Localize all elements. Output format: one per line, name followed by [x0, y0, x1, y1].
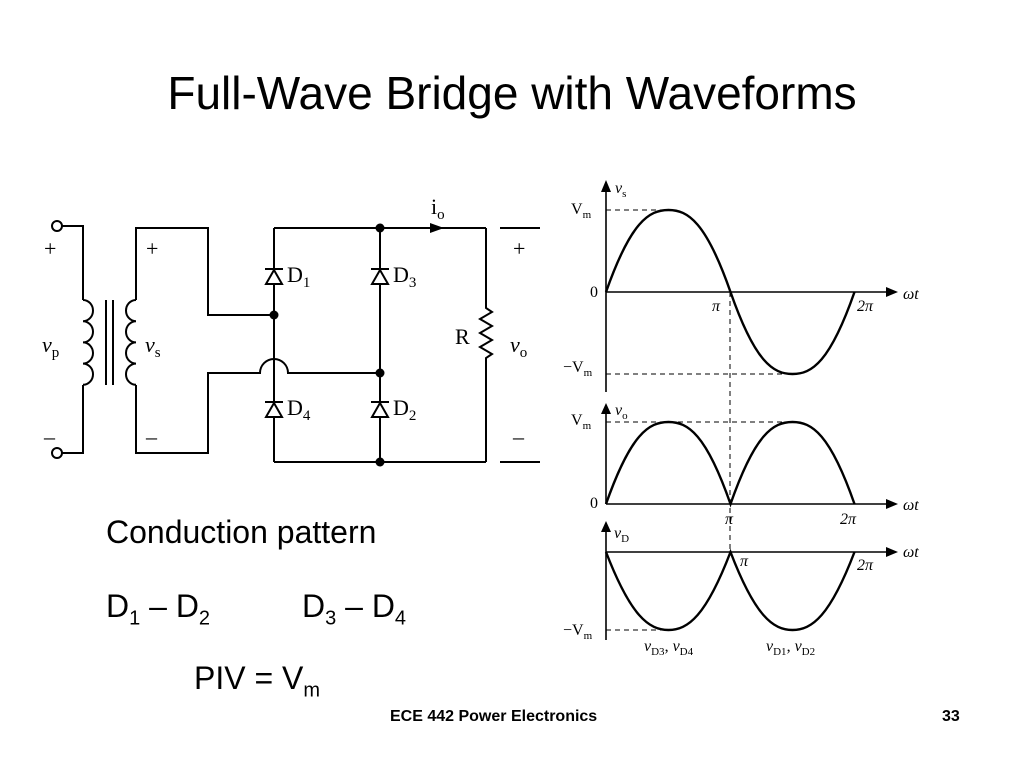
vs-pi-label: π [712, 298, 721, 315]
vo-wt-label: ωt [903, 497, 919, 514]
vs-neg-vm-label: −Vm [563, 359, 593, 379]
diode-d1-icon [264, 267, 284, 285]
vd-pi-label: π [740, 553, 749, 570]
vs-sine-curve [604, 208, 856, 376]
vd-y-arrow-icon [601, 521, 611, 532]
secondary-winding [125, 299, 137, 386]
current-arrow-icon [430, 223, 444, 233]
vo-y-arrow-icon [601, 403, 611, 414]
primary-plus-label: + [44, 236, 56, 261]
vs-axis-label: vs [615, 180, 626, 200]
d3-label: D3 [393, 262, 416, 291]
primary-winding [82, 299, 94, 386]
vo-pi-label: π [725, 511, 734, 528]
primary-minus-label: – [43, 424, 56, 449]
primary-top-terminal [51, 220, 63, 232]
slide-title: Full-Wave Bridge with Waveforms [167, 67, 857, 119]
vs-zero-label: 0 [590, 284, 598, 301]
vd1-vd2-annotation: vD1, vD2 [766, 638, 815, 658]
output-minus-label: – [512, 424, 525, 449]
d4-label: D4 [287, 395, 311, 424]
primary-bottom-terminal [51, 447, 63, 459]
footer-page-number: 33 [942, 708, 960, 725]
io-label: io [431, 194, 445, 223]
secondary-minus-label: – [145, 424, 158, 449]
diode-d2-icon [370, 400, 390, 418]
vd-neg-vm-label: −Vm [563, 622, 593, 642]
vs-wt-label: ωt [903, 286, 919, 303]
vs-vm-label: Vm [571, 201, 592, 221]
vs-y-arrow-icon [601, 180, 611, 192]
vd-axis-label: vD [614, 525, 629, 545]
vs-2pi-label: 2π [857, 298, 874, 315]
conduction-pair-d1-d2: D1 – D2 [106, 588, 211, 630]
d1-label: D1 [287, 262, 310, 291]
diode-d3-icon [370, 267, 390, 285]
vo-axis-label: vo [615, 402, 628, 422]
secondary-plus-label: + [146, 236, 158, 261]
vs-label: vs [145, 332, 161, 361]
vo-vm-label: Vm [571, 412, 592, 432]
vo-x-arrow-icon [886, 499, 898, 509]
resistor-label: R [455, 324, 470, 349]
output-plus-label: + [513, 236, 525, 261]
vs-x-arrow-icon [886, 287, 898, 297]
conduction-pair-d3-d4: D3 – D4 [302, 588, 407, 630]
footer-course-name: ECE 442 Power Electronics [390, 708, 598, 725]
vo-label: vo [510, 332, 527, 361]
vp-label: vp [42, 332, 59, 361]
d2-label: D2 [393, 395, 416, 424]
vo-rectified-curve [604, 420, 856, 508]
conduction-heading: Conduction pattern [106, 514, 377, 550]
vd3-vd4-annotation: vD3, vD4 [644, 638, 694, 658]
vo-zero-label: 0 [590, 495, 598, 512]
vd-diode-voltage-curve [604, 548, 856, 632]
vd-2pi-label: 2π [857, 557, 874, 574]
vd-wt-label: ωt [903, 544, 919, 561]
vo-2pi-label: 2π [840, 511, 857, 528]
diode-d4-icon [264, 400, 284, 418]
vd-x-arrow-icon [886, 547, 898, 557]
piv-equation: PIV = Vm [194, 660, 321, 702]
